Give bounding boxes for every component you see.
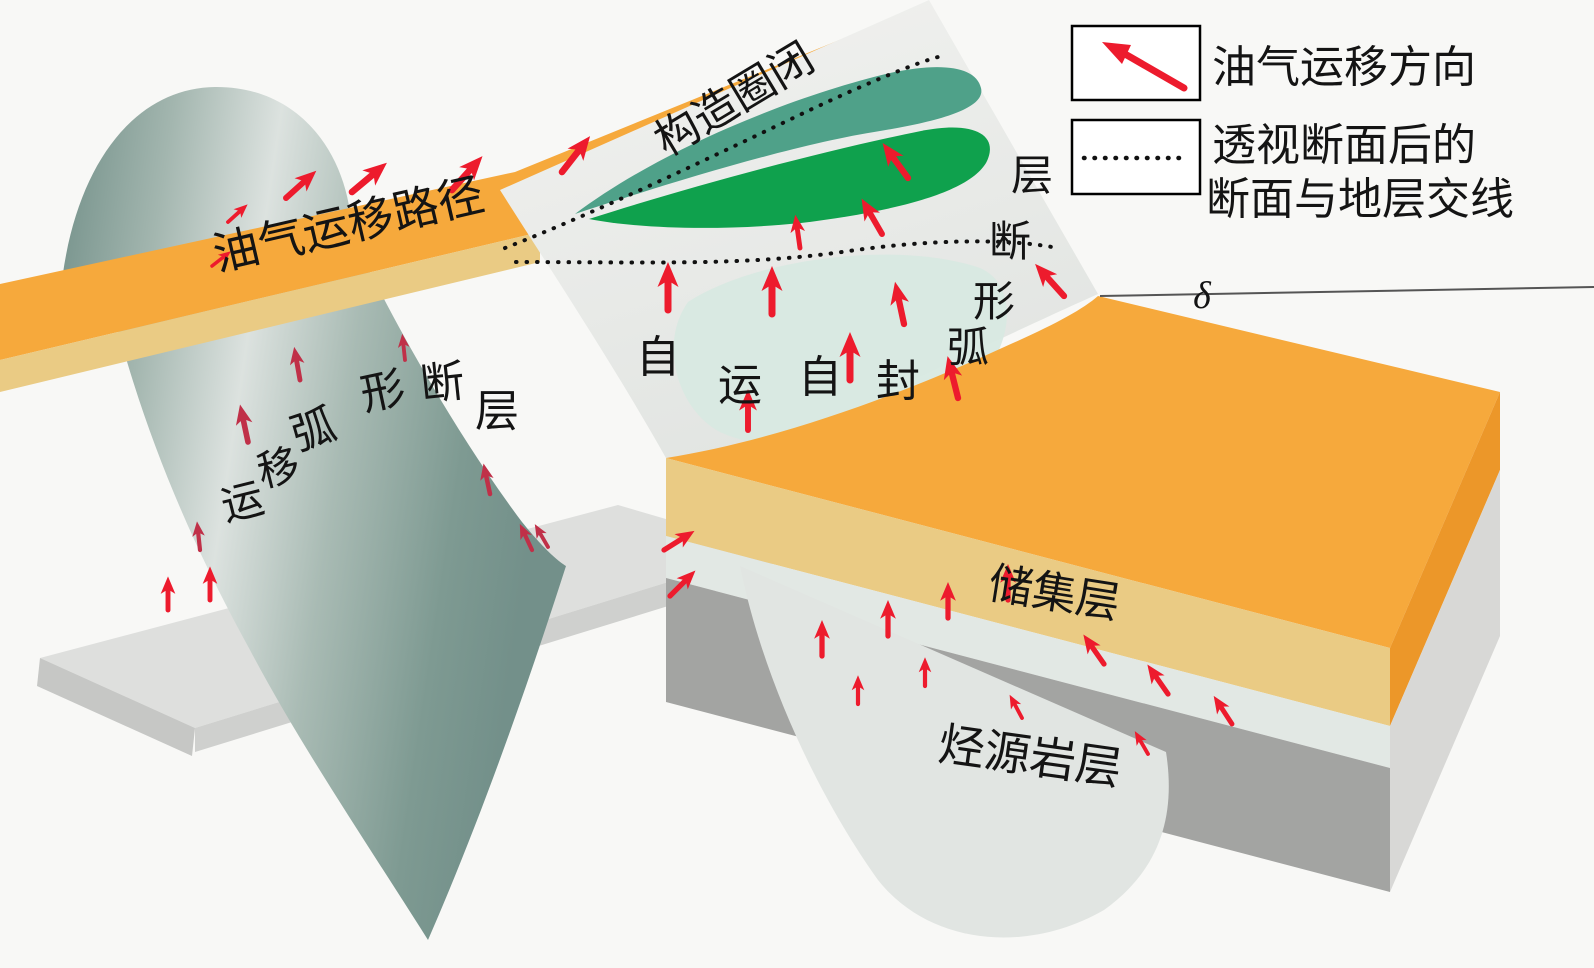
label-arc-fault-left-char: 层 bbox=[475, 387, 519, 436]
trap-outer-band bbox=[575, 67, 982, 214]
legend-label-section-line2: 断面与地层交线 bbox=[1206, 175, 1514, 224]
reservoir-right-side bbox=[1390, 392, 1500, 726]
dotted-line-lower bbox=[514, 239, 1054, 265]
label-dip-angle: δ bbox=[1193, 275, 1212, 317]
reservoir-block bbox=[666, 296, 1500, 726]
legend-label-migration-direction: 油气运移方向 bbox=[1212, 43, 1476, 92]
label-arc-fault-right-char: 层 bbox=[1011, 154, 1053, 200]
label-center-char: 运 bbox=[718, 361, 762, 410]
label-arc-fault-right-char: 断 bbox=[989, 220, 1031, 266]
label-arc-fault-right-char: 形 bbox=[973, 280, 1015, 326]
reservoir-top bbox=[666, 296, 1500, 648]
legend: 油气运移方向 透视断面后的 断面与地层交线 bbox=[1070, 24, 1514, 224]
label-center-char: 自 bbox=[636, 333, 680, 382]
migration-path-layer bbox=[0, 8, 946, 392]
legend-label-section-line1: 透视断面后的 bbox=[1212, 121, 1476, 170]
dotted-line-upper bbox=[503, 55, 940, 250]
delta-reference-line bbox=[1099, 286, 1594, 297]
source-rock-right-side bbox=[1390, 470, 1500, 892]
fault-lower-extension bbox=[740, 566, 1169, 938]
migration-layer-edge bbox=[0, 232, 540, 392]
label-center-char: 封 bbox=[876, 357, 920, 406]
reservoir-front bbox=[666, 458, 1390, 726]
label-center-char: 自 bbox=[798, 353, 842, 402]
section-intersection-dotted-line bbox=[503, 55, 1054, 265]
label-arc-fault-left-char: 形 bbox=[356, 363, 409, 420]
label-arc-fault-right-char: 弧 bbox=[947, 326, 989, 372]
source-rock-top-strip bbox=[666, 536, 1390, 768]
migration-layer-top bbox=[0, 8, 946, 360]
legend-arrow-icon bbox=[1121, 50, 1188, 92]
label-arc-fault-left-char: 断 bbox=[418, 357, 467, 410]
base-slab-left-side bbox=[37, 658, 195, 756]
legend-arrow-head-icon bbox=[1102, 42, 1131, 64]
